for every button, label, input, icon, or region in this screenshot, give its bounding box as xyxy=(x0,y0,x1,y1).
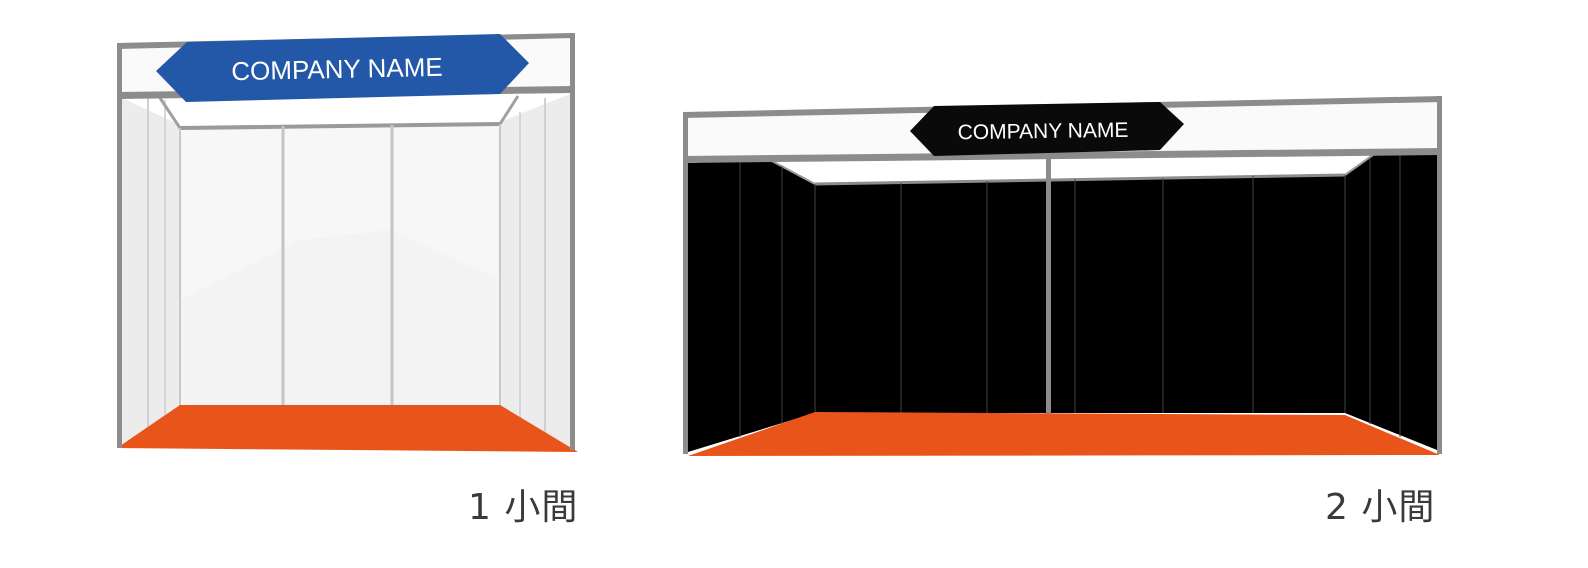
booth-1-size-label: 1 小間 xyxy=(468,487,579,528)
booth-2-right-wall xyxy=(1345,150,1437,450)
booth-2-sign-text: COMPANY NAME xyxy=(957,119,1128,144)
booth-1-sign xyxy=(156,34,529,102)
booth-1: COMPANY NAME xyxy=(117,33,578,452)
booth-2-center-post xyxy=(1046,155,1051,415)
booth-2-floor xyxy=(688,412,1440,456)
booth-2-size-label: 2 小間 xyxy=(1325,487,1436,528)
booth-1-right-wall xyxy=(500,94,570,448)
booth-1-left-wall xyxy=(122,98,180,446)
booth-1-sign-text: COMPANY NAME xyxy=(231,52,443,86)
booth-1-floor xyxy=(117,405,578,452)
booth-2-sign xyxy=(910,102,1184,156)
booth-2-back-wall xyxy=(815,175,1345,413)
booth-2-left-wall xyxy=(688,160,815,452)
booth-2: COMPANY NAME xyxy=(683,96,1442,456)
